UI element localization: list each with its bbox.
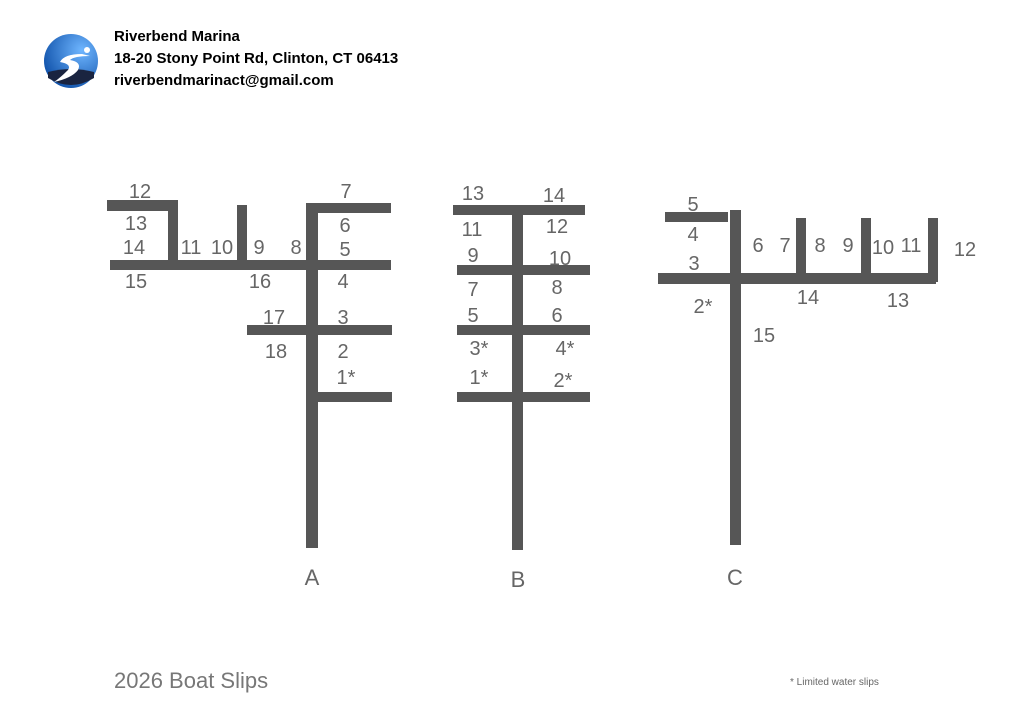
slip-label: 7 (779, 235, 790, 257)
slip-label: 13 (887, 290, 909, 312)
slip-label: 12 (129, 181, 151, 203)
slip-label: 6 (752, 235, 763, 257)
dock-a-finger (237, 205, 247, 265)
slip-label: 12 (546, 216, 568, 238)
dock-c-label: C (727, 565, 743, 590)
slip-label: 7 (467, 279, 478, 301)
slip-label: 1* (337, 367, 356, 389)
slip-label: 14 (797, 287, 819, 309)
slip-label: 10 (211, 237, 233, 259)
slip-label: 2 (337, 341, 348, 363)
slip-label: 9 (467, 245, 478, 267)
dock-b-arm (453, 205, 585, 215)
slip-label: 1* (470, 367, 489, 389)
slip-label: 17 (263, 307, 285, 329)
slip-label: 12 (954, 239, 976, 261)
slip-label: 4 (337, 271, 348, 293)
dock-a-finger (168, 200, 178, 265)
slip-label: 14 (543, 185, 565, 207)
slip-label: 18 (265, 341, 287, 363)
dock-c: 5 4 6 7 8 9 10 11 12 3 2* 14 13 15 C (658, 194, 976, 590)
slip-label: 15 (125, 271, 147, 293)
slip-label: 13 (125, 213, 147, 235)
slip-label: 3 (337, 307, 348, 329)
dock-b-label: B (511, 567, 526, 592)
slip-label: 15 (753, 325, 775, 347)
marina-name: Riverbend Marina (114, 28, 240, 45)
dock-c-arm (658, 273, 936, 284)
dock-c-finger (796, 218, 806, 278)
slip-label: 10 (872, 237, 894, 259)
legend-note: * Limited water slips (790, 677, 879, 688)
slip-label: 6 (339, 215, 350, 237)
slip-label: 3* (470, 338, 489, 360)
marina-email[interactable]: riverbendmarinact@gmail.com (114, 72, 334, 89)
slip-label: 9 (253, 237, 264, 259)
slip-label: 5 (339, 239, 350, 261)
slip-label: 3 (688, 253, 699, 275)
slip-label: 6 (551, 305, 562, 327)
slip-label: 11 (901, 235, 922, 257)
dock-b-arm (457, 392, 590, 402)
marina-header: Riverbend Marina 18-20 Stony Point Rd, C… (114, 26, 398, 92)
dock-c-finger (928, 218, 938, 282)
slip-label: 8 (290, 237, 301, 259)
marina-address: 18-20 Stony Point Rd, Clinton, CT 06413 (114, 50, 399, 67)
slip-label: 5 (687, 194, 698, 216)
slip-label: 8 (814, 235, 825, 257)
dock-a-arm (318, 392, 392, 402)
slip-label: 4* (556, 338, 575, 360)
dock-a-label: A (305, 565, 320, 590)
dock-c-stem (730, 210, 741, 545)
slip-label: 8 (551, 277, 562, 299)
marina-logo (44, 34, 98, 88)
slip-label: 2* (554, 370, 573, 392)
slip-label: 11 (462, 219, 483, 241)
dock-b-stem (512, 205, 523, 550)
dock-a: 12 13 14 11 10 9 8 7 6 5 15 16 4 17 3 18… (107, 181, 392, 590)
slip-label: 14 (123, 237, 145, 259)
dock-a-arm (306, 203, 391, 213)
dock-c-arm (665, 212, 728, 222)
dock-c-finger (861, 218, 871, 278)
dock-a-stem (306, 203, 318, 548)
dock-a-arm (247, 325, 392, 335)
dock-b-arm (457, 265, 590, 275)
slip-label: 10 (549, 248, 571, 270)
dock-a-arm (110, 260, 391, 270)
slip-label: 7 (340, 181, 351, 203)
page-title: 2026 Boat Slips (114, 668, 269, 693)
slip-label: 11 (181, 237, 202, 259)
dock-b: 13 14 11 12 9 10 7 8 5 6 3* 4* 1* 2* B (453, 183, 590, 592)
slip-label: 16 (249, 271, 271, 293)
slip-label: 4 (687, 224, 698, 246)
slip-label: 5 (467, 305, 478, 327)
slip-label: 2* (694, 296, 713, 318)
slip-label: 13 (462, 183, 484, 205)
dock-b-arm (457, 325, 590, 335)
dock-a-arm (107, 200, 178, 211)
slip-label: 9 (842, 235, 853, 257)
